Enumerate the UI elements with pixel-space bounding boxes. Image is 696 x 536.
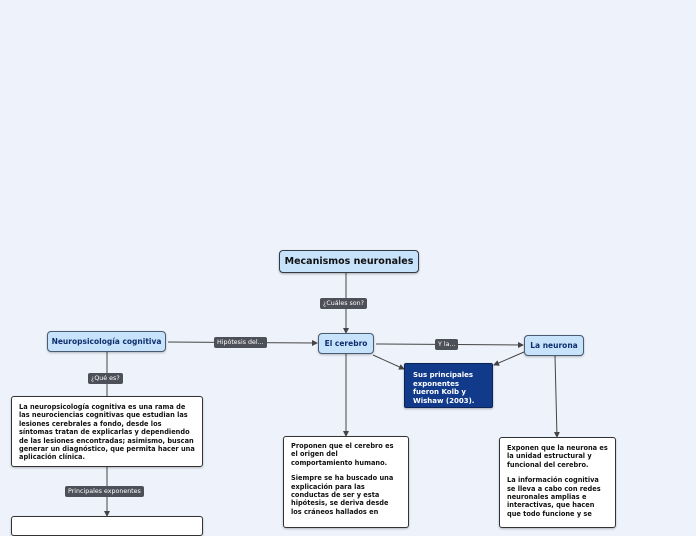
note-la-neurona-p2: La información cognitiva se lleva a cabo… [507, 476, 601, 518]
label-hipotesis[interactable]: Hipótesis del... [214, 337, 267, 348]
mind-map-canvas: Mecanismos neuronales Neuropsicología co… [11, 250, 616, 536]
note-el-cerebro-body: Proponen que el cerebro es el origen del… [291, 442, 401, 523]
note-la-neurona-body: Exponen que la neurona es la unidad estr… [507, 444, 608, 525]
link-neurona-exponents [493, 351, 525, 366]
link-cerebro-exponents [372, 354, 405, 370]
root-topic-text: Mecanismos neuronales [284, 256, 414, 267]
exponents-topic-text: Sus principales exponentes fueron Kolb y… [413, 371, 475, 405]
exponents-topic[interactable]: Sus principales exponentes fueron Kolb y… [404, 363, 493, 408]
note-neuropsicologia[interactable]: La neuropsicología cognitiva es una rama… [11, 396, 203, 467]
topic-neuropsicologia[interactable]: Neuropsicología cognitiva [47, 331, 166, 352]
note-neuropsicologia-text: La neuropsicología cognitiva es una rama… [19, 403, 195, 462]
note-la-neurona[interactable]: Exponen que la neurona es la unidad estr… [499, 437, 616, 528]
topic-el-cerebro-text: El cerebro [324, 339, 368, 348]
root-topic[interactable]: Mecanismos neuronales [279, 250, 419, 273]
topic-la-neurona-text: La neurona [530, 341, 578, 350]
label-cuales-son[interactable]: ¿Cuáles son? [320, 298, 367, 309]
label-que-es[interactable]: ¿Qué es? [88, 373, 123, 384]
topic-el-cerebro[interactable]: El cerebro [318, 333, 374, 354]
note-el-cerebro-p1: Proponen que el cerebro es el origen del… [291, 442, 394, 467]
label-y-la[interactable]: Y la... [435, 339, 459, 350]
note-exponents-box[interactable] [11, 516, 203, 536]
topic-neuropsicologia-text: Neuropsicología cognitiva [51, 337, 162, 346]
note-la-neurona-p1: Exponen que la neurona es la unidad estr… [507, 444, 608, 469]
link-neurona-note [553, 355, 560, 438]
label-principales-exponentes[interactable]: Principales exponentes [65, 486, 144, 497]
note-el-cerebro-p2: Siempre se ha buscado una explicación pa… [291, 474, 394, 516]
note-el-cerebro[interactable]: Proponen que el cerebro es el origen del… [283, 436, 409, 528]
topic-la-neurona[interactable]: La neurona [524, 335, 584, 356]
